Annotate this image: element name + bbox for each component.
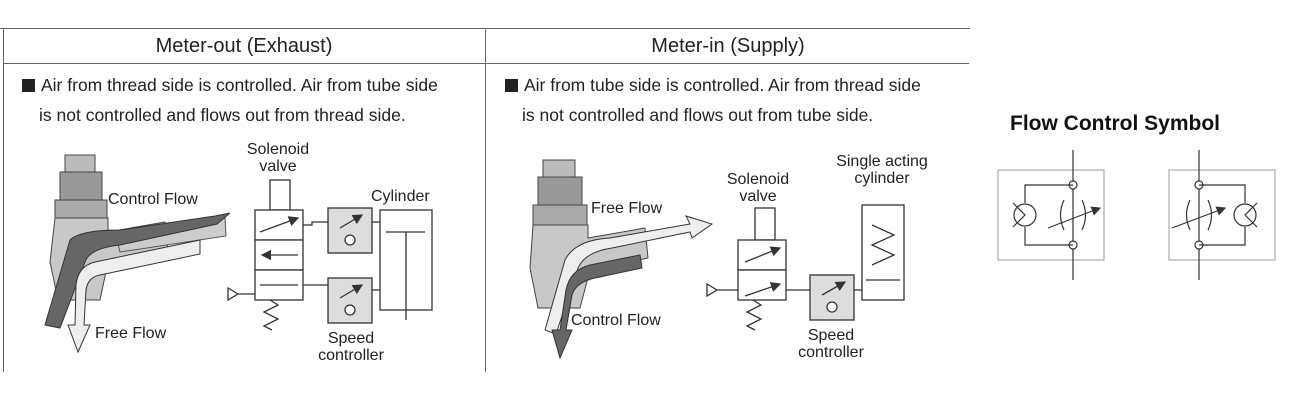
- meter-out-label-speed-controller: Speed controller: [318, 330, 384, 364]
- meter-out-fitting-illustration: [44, 154, 231, 354]
- meter-in-label-cylinder: Single acting cylinder: [836, 153, 928, 187]
- bullet-square-icon: [505, 79, 518, 92]
- meter-in-desc-line2: is not controlled and flows out from tub…: [522, 105, 874, 125]
- meter-in-desc-line1: Air from tube side is controlled. Air fr…: [505, 70, 965, 100]
- meter-in-label-solenoid: Solenoid valve: [726, 171, 790, 205]
- meter-in-label-speed-controller: Speed controller: [798, 327, 864, 361]
- bullet-square-icon: [22, 79, 35, 92]
- flow-control-symbol-title: Flow Control Symbol: [1010, 112, 1220, 135]
- flow-control-symbol-1: [997, 150, 1105, 280]
- meter-out-desc-line2: is not controlled and flows out from thr…: [39, 105, 406, 125]
- meter-out-circuit: [227, 179, 433, 331]
- meter-out-label-solenoid: Solenoid valve: [246, 141, 310, 175]
- panel-frame-top-line: [3, 63, 969, 64]
- meter-out-label-control-flow: Control Flow: [108, 191, 198, 208]
- meter-in-description: Air from tube side is controlled. Air fr…: [505, 70, 965, 130]
- meter-out-label-free-flow: Free Flow: [95, 325, 167, 342]
- meter-in-fitting-illustration: [529, 159, 714, 360]
- flow-control-symbol-2: [1168, 150, 1276, 280]
- meter-out-title: Meter-out (Exhaust): [155, 35, 333, 57]
- meter-out-desc-line1: Air from thread side is controlled. Air …: [22, 70, 482, 100]
- meter-out-description: Air from thread side is controlled. Air …: [22, 70, 482, 130]
- meter-out-label-cylinder: Cylinder: [371, 188, 430, 205]
- meter-in-label-free-flow: Free Flow: [591, 200, 663, 217]
- meter-in-title: Meter-in (Supply): [651, 35, 805, 57]
- panel-divider-left: [3, 28, 4, 372]
- panel-divider-middle: [485, 28, 486, 372]
- meter-in-circuit: [706, 204, 905, 331]
- meter-in-label-control-flow: Control Flow: [571, 312, 661, 329]
